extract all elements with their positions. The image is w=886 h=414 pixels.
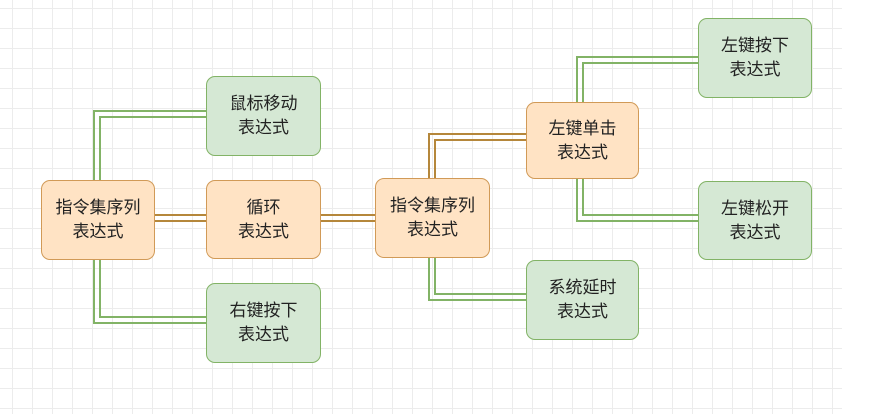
- node-seq-left-line1: 指令集序列: [55, 198, 141, 218]
- link-seq-mid-left-click-inner: [434, 139, 526, 178]
- node-loop-line1: 循环: [246, 197, 281, 218]
- link-left-click-left-up-inner: [582, 179, 698, 216]
- node-left-down-line1: 左键按下: [721, 36, 789, 56]
- link-seq-left-mouse-move-inner: [99, 116, 206, 180]
- node-right-down-line2: 表达式: [238, 325, 289, 345]
- node-right-down[interactable]: 右键按下 表达式: [206, 283, 321, 363]
- node-left-up[interactable]: 左键松开 表达式: [698, 181, 812, 260]
- node-mouse-move-line2: 表达式: [238, 118, 289, 138]
- link-seq-left-right-down-inner: [99, 260, 206, 318]
- node-left-click-line1: 左键单击: [548, 118, 617, 139]
- node-mouse-move-line1: 鼠标移动: [229, 94, 298, 114]
- link-left-click-left-down-inner: [582, 62, 698, 102]
- node-loop-line2: 表达式: [238, 221, 289, 242]
- node-left-down-line2: 表达式: [729, 60, 781, 80]
- node-left-up-line1: 左键松开: [721, 198, 789, 219]
- node-sys-delay-line2: 表达式: [557, 302, 608, 322]
- node-left-click-line2: 表达式: [557, 142, 608, 163]
- link-seq-mid-left-click: [428, 133, 526, 178]
- node-left-click[interactable]: 左键单击 表达式: [526, 102, 639, 179]
- node-left-up-line2: 表达式: [729, 222, 781, 243]
- link-seq-mid-sys-delay-inner: [434, 258, 526, 295]
- node-right-down-line1: 右键按下: [229, 301, 298, 321]
- node-sys-delay[interactable]: 系统延时 表达式: [526, 260, 639, 340]
- node-seq-mid-line1: 指令集序列: [390, 196, 475, 216]
- node-loop[interactable]: 循环 表达式: [206, 180, 321, 259]
- link-left-click-left-up: [576, 179, 698, 222]
- node-left-down[interactable]: 左键按下 表达式: [698, 18, 812, 98]
- node-seq-left-line2: 表达式: [72, 222, 124, 242]
- node-seq-left[interactable]: 指令集序列 表达式: [41, 180, 155, 260]
- node-mouse-move[interactable]: 鼠标移动 表达式: [206, 76, 321, 156]
- canvas-edge: [842, 0, 886, 414]
- link-seq-mid-sys-delay: [428, 258, 526, 301]
- node-seq-mid-line2: 表达式: [407, 220, 458, 240]
- link-seq-left-mouse-move: [93, 110, 206, 180]
- link-left-click-left-down: [576, 56, 698, 102]
- link-seq-left-right-down: [93, 260, 206, 324]
- node-seq-mid[interactable]: 指令集序列 表达式: [375, 178, 490, 258]
- node-sys-delay-line1: 系统延时: [548, 278, 617, 298]
